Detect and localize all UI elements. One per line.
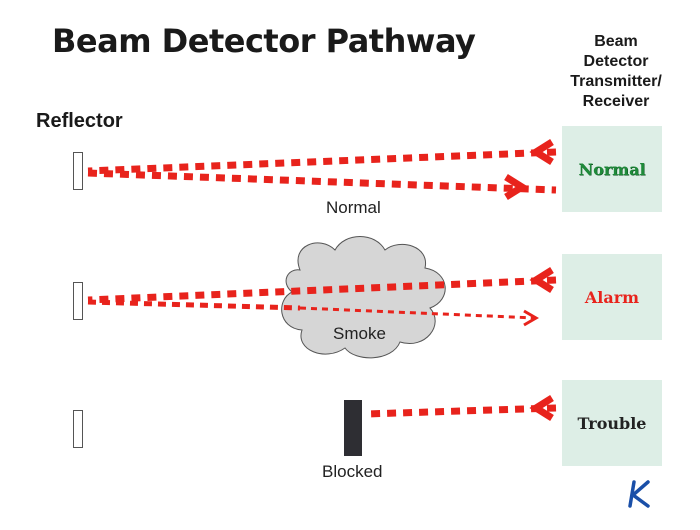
status-label-trouble: Trouble xyxy=(577,413,647,433)
reflector-normal xyxy=(73,152,83,190)
arrowhead-return-normal xyxy=(504,174,529,200)
caption-blocked: Blocked xyxy=(322,462,383,481)
arrowhead-outgoing-alarm xyxy=(529,267,554,293)
reflector-blocked xyxy=(73,410,83,448)
device-box-normal: Normal xyxy=(562,126,662,212)
status-label-alarm: Alarm xyxy=(584,287,640,307)
beam-outgoing-trouble xyxy=(365,404,557,418)
caption-smoke: Smoke xyxy=(333,324,386,343)
arrowhead-outgoing-trouble xyxy=(529,395,554,421)
arrowhead-return-alarm xyxy=(523,309,539,327)
reflector-smoke xyxy=(73,282,83,320)
beam-return-alarm-strong xyxy=(87,299,301,311)
device-heading: Beam Detector Transmitter/ Receiver xyxy=(556,32,676,112)
diagram-title: Beam Detector Pathway xyxy=(52,22,476,60)
device-heading-line: Beam xyxy=(594,33,638,50)
reflector-heading: Reflector xyxy=(36,110,123,132)
beam-return-normal xyxy=(87,169,557,194)
arrowhead-outgoing-normal xyxy=(529,139,554,165)
device-box-alarm: Alarm xyxy=(562,254,662,340)
beam-outgoing-normal xyxy=(87,148,557,175)
device-heading-line: Detector xyxy=(583,53,649,70)
status-label-normal: Normal xyxy=(578,159,646,179)
device-box-trouble: Trouble xyxy=(562,380,662,466)
device-heading-line: Transmitter/ xyxy=(570,73,662,90)
brand-logo-icon xyxy=(628,480,650,508)
smoke-cloud xyxy=(281,236,446,359)
device-heading-line: Receiver xyxy=(582,93,650,110)
beam-outgoing-alarm xyxy=(87,276,557,304)
beam-blocker xyxy=(344,400,362,456)
caption-normal: Normal xyxy=(326,198,381,217)
